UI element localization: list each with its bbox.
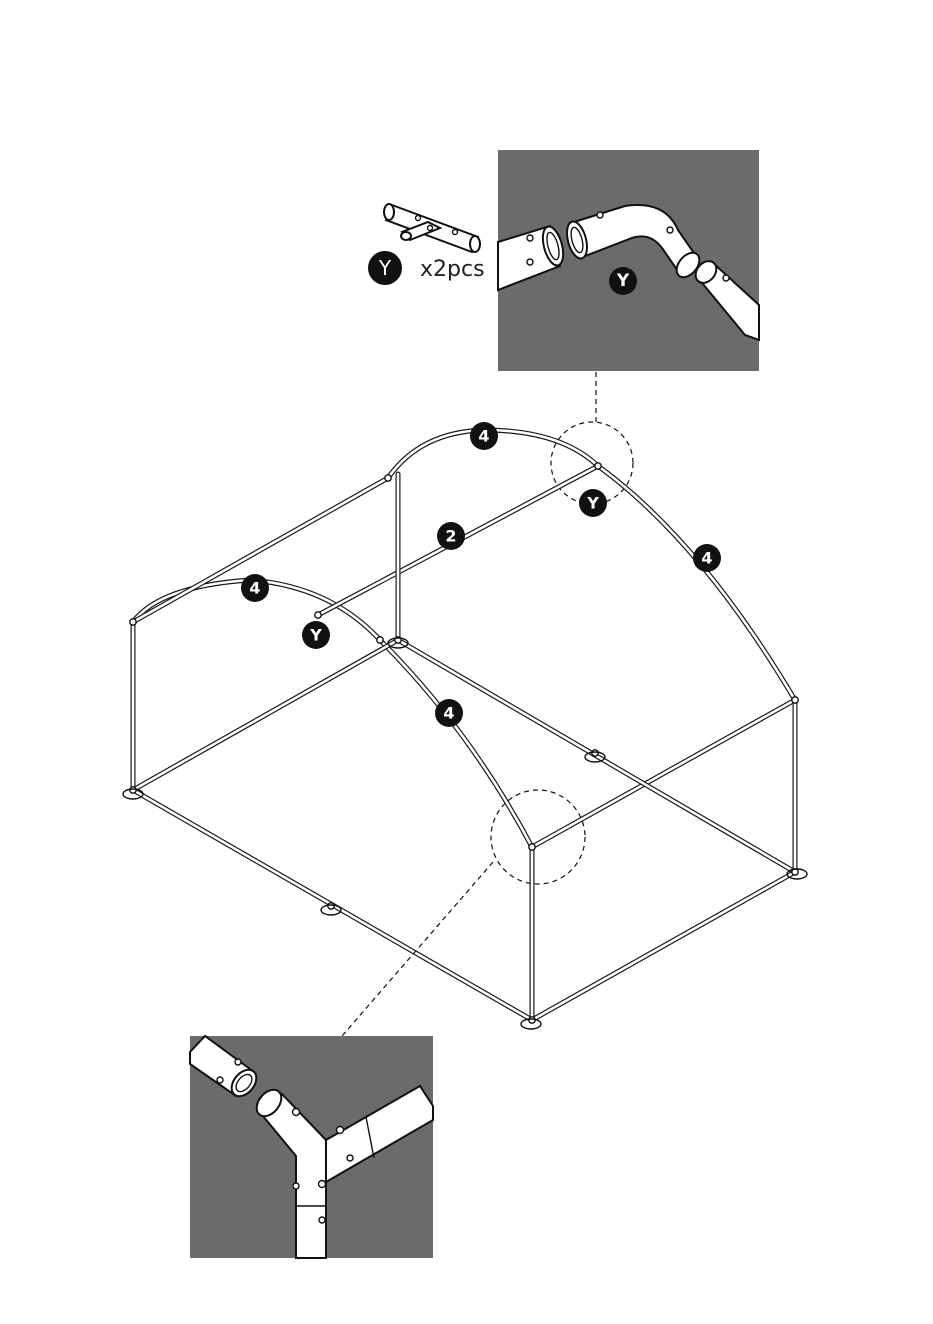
frame-pipe-inner-base-left — [133, 640, 398, 790]
bottom-callout-circle — [491, 790, 585, 884]
pipe-joint — [529, 844, 535, 850]
frame-labels: 4 4 4 4 2 Y Y — [241, 422, 721, 727]
pipe-joint — [385, 475, 391, 481]
pipe-joint — [130, 619, 136, 625]
pipe-joint — [592, 750, 598, 756]
pipe-joint — [328, 903, 334, 909]
pipe-joint — [529, 1017, 535, 1023]
label-arch-front-left: 4 — [249, 579, 260, 598]
frame-pipe-inner-base-right — [532, 872, 795, 1020]
pipe-joint — [315, 612, 321, 618]
frame-pipe-inner-front-arch — [133, 580, 532, 847]
legend-quantity: x2pcs — [420, 257, 485, 282]
base-plates — [123, 638, 807, 1029]
bottom-detail-panel — [190, 1036, 433, 1258]
frame-pipe-front-arch — [133, 580, 532, 847]
bottom-leader-line — [342, 862, 493, 1036]
pipe-joint — [595, 463, 601, 469]
pipe-joint — [792, 697, 798, 703]
label-connector-front: Y — [309, 626, 322, 645]
frame-pipe-inner-right-top-rail — [532, 700, 795, 847]
pipe-joint — [130, 787, 136, 793]
connector-legend: Y x2pcs — [368, 204, 485, 285]
frame-structure — [130, 430, 798, 1023]
top-detail-badge-letter: Y — [616, 271, 630, 291]
y-connector-part-icon — [384, 204, 480, 252]
top-detail-panel: Y — [498, 150, 759, 371]
label-arch-top-back: 4 — [478, 427, 489, 446]
pipe-joint — [377, 637, 383, 643]
label-ridge-bar: 2 — [445, 527, 456, 546]
legend-badge-letter: Y — [378, 256, 392, 280]
label-arch-front-right: 4 — [443, 704, 454, 723]
label-arch-right-back: 4 — [701, 549, 712, 568]
label-connector-back: Y — [586, 494, 599, 513]
